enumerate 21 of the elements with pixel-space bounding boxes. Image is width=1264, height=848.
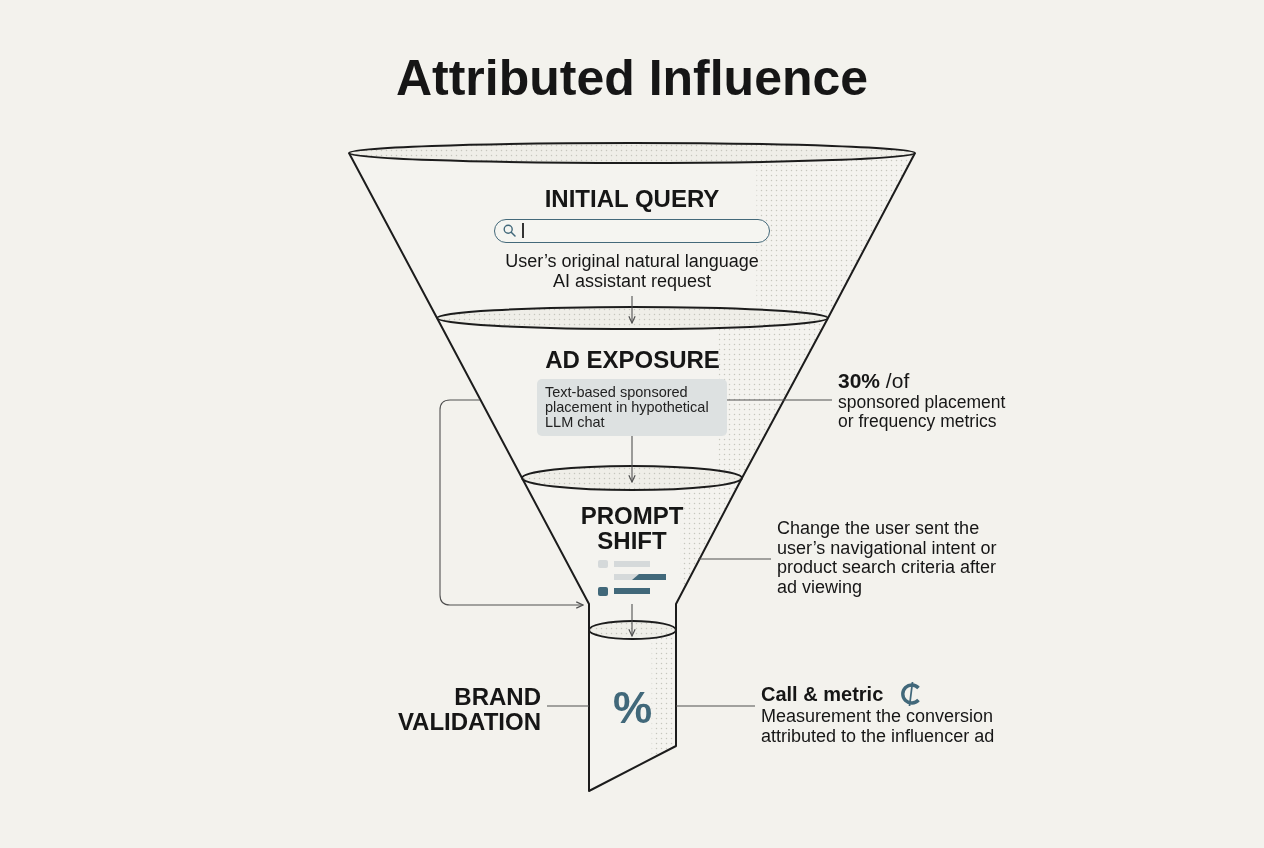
annotation-text: Measurement the conversion attributed to the influencer ad [761,707,996,747]
stage-title: INITIAL QUERY [544,185,720,213]
diagram-title: Attributed Influence [394,49,870,107]
arrow [628,603,636,637]
metric-value: 30% /of [838,369,911,393]
stage-label: BRAND VALIDATION [371,684,541,734]
arrow [628,435,636,483]
stage-description: User’s original natural language AI assistant request [504,251,760,291]
leader-line [546,705,590,707]
message-panel: Text-based sponsored placement in hypothetical LLM chat [537,379,727,436]
percent-symbol: % [612,683,653,733]
metric-heading: Call & metric [761,683,884,705]
leader-line [697,558,772,560]
annotation-text: sponsored placement or frequency metrics [838,393,1007,431]
arrow [628,295,636,324]
stage-title: AD EXPOSURE [545,346,720,374]
leader-line [675,705,756,707]
stage-title: PROMPT SHIFT [579,503,685,553]
elbow-arrow [439,399,584,609]
annotation-text: Change the user sent the user’s navigational intent or product search criteria after ad viewing [777,519,1013,598]
leader-line [726,399,833,401]
